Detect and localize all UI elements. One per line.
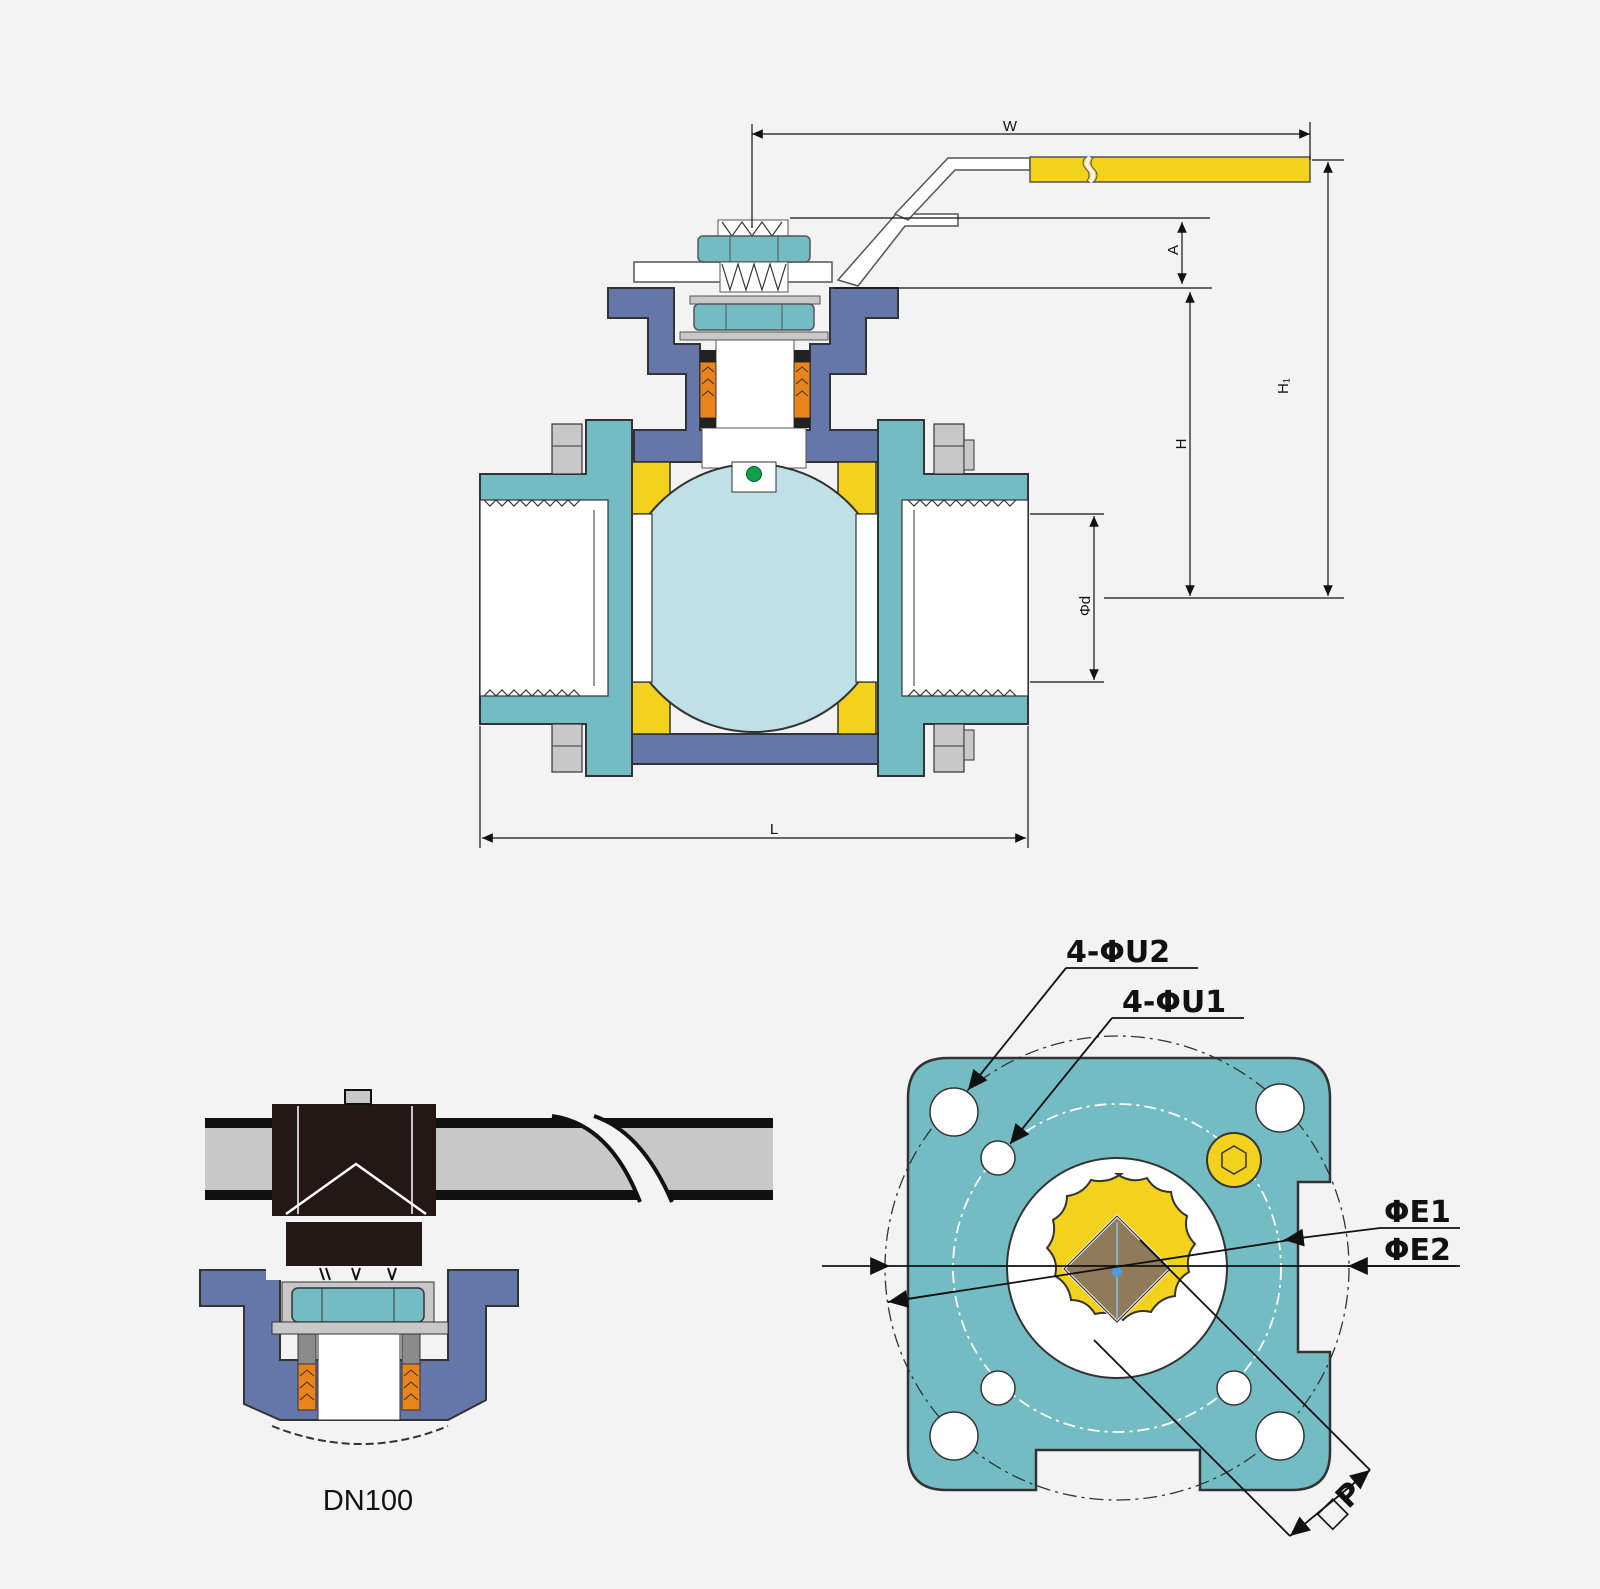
label-holes-outer: 4-ΦU2 — [1066, 935, 1170, 970]
detail-caption: DN100 — [323, 1485, 413, 1517]
label-l: L — [770, 821, 778, 838]
ball — [619, 463, 889, 733]
label-a: A — [1165, 245, 1182, 255]
hole-u2-tr — [1255, 1083, 1305, 1133]
section-view: W A H H₁ Φd L — [479, 118, 1344, 848]
handle-lever — [633, 155, 1311, 287]
dn100-detail: DN100 — [199, 1089, 773, 1517]
dimensions-top — [479, 122, 1344, 848]
hole-u2-tl — [929, 1087, 979, 1137]
hole-u1-tl — [980, 1140, 1016, 1176]
stem-marker — [746, 466, 762, 482]
packing-left — [699, 361, 717, 419]
label-h: H — [1173, 439, 1190, 450]
label-w: W — [1003, 118, 1018, 135]
hole-u1-bl — [980, 1370, 1016, 1406]
stem-nuts — [679, 219, 829, 341]
hole-u2-bl — [929, 1411, 979, 1461]
label-e2: ΦE2 — [1384, 1233, 1451, 1268]
end-cap-right — [877, 419, 1029, 777]
hole-u1-br — [1216, 1370, 1252, 1406]
hole-u2-br — [1255, 1411, 1305, 1461]
end-cap-left — [479, 419, 633, 777]
label-bore: Φd — [1077, 596, 1094, 616]
packing-right — [793, 361, 811, 419]
handle-sleeve — [1029, 156, 1311, 183]
label-holes-inner: 4-ΦU1 — [1122, 985, 1226, 1020]
label-h1: H₁ — [1275, 378, 1292, 394]
label-e1: ΦE1 — [1384, 1195, 1451, 1230]
mounting-pad: 4-ΦU2 4-ΦU1 ΦE1 ΦE2 □P — [822, 935, 1460, 1537]
